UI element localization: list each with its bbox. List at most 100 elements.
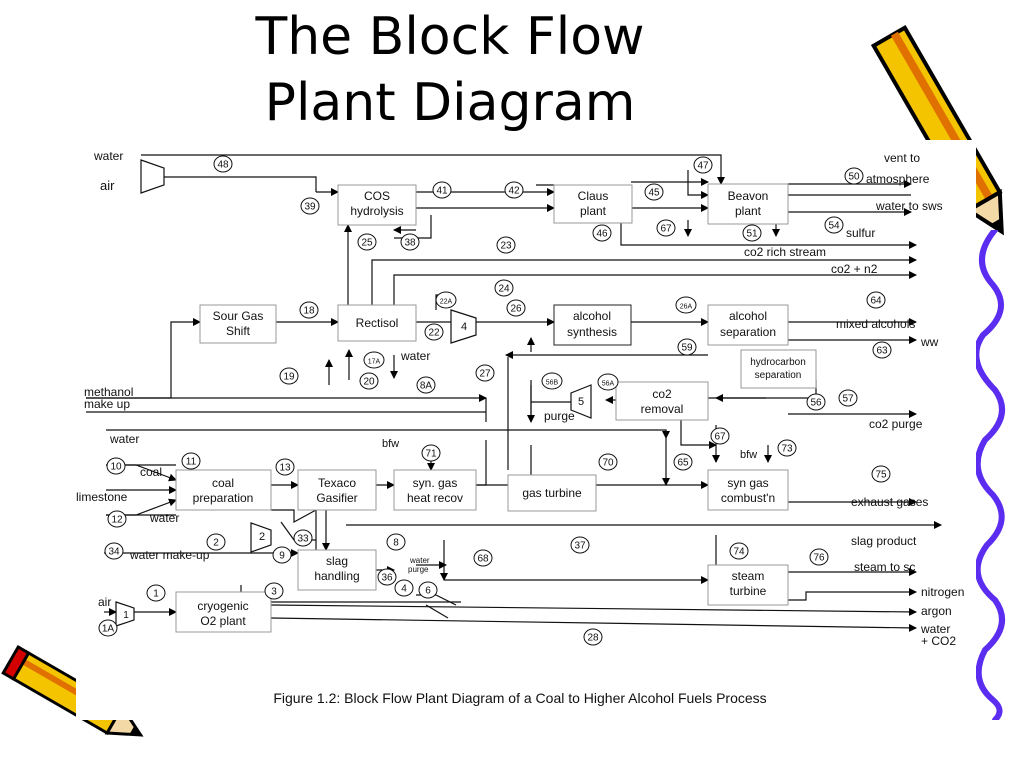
stream-bubble-19	[279, 367, 299, 385]
stream-bubble-48	[213, 155, 233, 173]
stream-number-8a: 8A	[420, 381, 433, 392]
stream-number-1a: 1A	[102, 624, 115, 635]
stream-number-1: 1	[153, 589, 159, 600]
stream-bubble-8	[386, 533, 406, 551]
claus-plant-line-1: Claus	[578, 189, 609, 203]
heat-recovery-line-2: heat recov	[407, 491, 463, 505]
stream-bubble-8a	[416, 376, 436, 394]
stream-ww: ww	[920, 335, 939, 349]
stream-number-70: 70	[602, 458, 614, 469]
stream-bubble-23	[496, 236, 516, 254]
stream-air-top: air	[100, 178, 115, 193]
stream-number-3: 3	[271, 587, 277, 598]
stream-bubble-42	[504, 181, 524, 199]
compressor-4-label: 4	[461, 321, 467, 333]
claus-plant-line-2: plant	[580, 204, 607, 218]
stream-number-65: 65	[677, 458, 689, 469]
stream-bfw-1: bfw	[382, 438, 399, 450]
stream-number-73: 73	[781, 444, 793, 455]
cos-hydrolysis-line-2: hydrolysis	[350, 204, 403, 218]
slag-handling-line-2: handling	[314, 569, 359, 583]
steam-turbine-line-2: turbine	[730, 584, 767, 598]
gas-turbine-label: gas turbine	[522, 486, 582, 500]
stream-sulfur: sulfur	[846, 226, 875, 240]
stream-bubble-56	[806, 393, 826, 411]
stream-bubble-57	[838, 389, 858, 407]
steam-turbine-line-1: steam	[732, 569, 765, 583]
stream-bubble-12	[107, 510, 127, 528]
stream-number-27: 27	[479, 369, 491, 380]
stream-bubble-28	[583, 628, 603, 646]
co2-removal-line-2: removal	[641, 402, 684, 416]
syn-gas-combustion-line-2: combust'n	[721, 491, 775, 505]
stream-bubble-59	[677, 338, 697, 356]
cos-hydrolysis-line-1: COS	[364, 189, 390, 203]
stream-bubble-27	[475, 364, 495, 382]
stream-bubble-24	[494, 279, 514, 297]
stream-number-48: 48	[217, 160, 229, 171]
stream-bubble-74	[729, 542, 749, 560]
stream-bubble-6	[418, 581, 438, 599]
co2-removal-line-1: co2	[652, 387, 672, 401]
stream-slag-product: slag product	[851, 534, 917, 548]
stream-bubble-67a	[656, 219, 676, 237]
beavon-plant-line-2: plant	[735, 204, 762, 218]
stream-bubble-1	[146, 584, 166, 602]
slide-title-line-2: Plant Diagram	[264, 73, 636, 133]
compressor-5-label: 5	[578, 396, 584, 408]
alcohol-synthesis-line-2: synthesis	[567, 325, 617, 339]
stream-bubble-1a	[98, 619, 118, 637]
stream-number-76: 76	[813, 553, 825, 564]
stream-exhaust: exhaust gases	[851, 495, 928, 509]
stream-co2-n2: co2 + n2	[831, 262, 878, 276]
stream-bubble-4b	[394, 579, 414, 597]
stream-bubble-63	[872, 341, 892, 359]
stream-bubble-17a	[363, 351, 385, 369]
stream-bubble-37	[570, 536, 590, 554]
coal-preparation-line-1: coal	[212, 476, 234, 490]
slag-handling-line-1: slag	[326, 554, 348, 568]
stream-number-10: 10	[110, 462, 122, 473]
stream-water-purge-2: purge	[408, 565, 429, 574]
stream-bubble-20	[359, 372, 379, 390]
stream-water-make-up: water make-up	[129, 548, 210, 562]
stream-number-67a: 67	[660, 224, 672, 235]
stream-number-57: 57	[842, 394, 854, 405]
stream-bubble-34	[104, 542, 124, 560]
heat-recovery-line-1: syn. gas	[413, 476, 458, 490]
stream-bubble-3	[264, 582, 284, 600]
decorative-squiggle	[973, 230, 1006, 720]
stream-number-11: 11	[186, 457, 197, 468]
stream-number-51: 51	[746, 229, 758, 240]
stream-number-19: 19	[283, 372, 295, 383]
stream-air-bottom: air	[98, 595, 111, 609]
slide-title-line-1: The Block Flow	[255, 7, 645, 67]
stream-number-71: 71	[425, 449, 437, 460]
stream-number-26a: 26A	[680, 304, 693, 311]
stream-purge: purge	[544, 409, 575, 423]
stream-bubble-70	[598, 453, 618, 471]
compressor-2-label: 2	[259, 531, 265, 543]
stream-number-59: 59	[681, 343, 693, 354]
stream-bubble-54	[824, 216, 844, 234]
stream-number-56a: 56A	[602, 381, 615, 388]
stream-number-18: 18	[303, 306, 315, 317]
stream-bubble-46	[592, 224, 612, 242]
block-flow-diagram: 4 5 2 1 COS hydrolysis Claus plant Beavo…	[76, 149, 964, 648]
stream-bubble-73	[777, 439, 797, 457]
stream-bubble-36	[377, 568, 397, 586]
stream-mixed-alcohols: mixed alcohols	[836, 317, 915, 331]
stream-number-46: 46	[596, 229, 608, 240]
stream-bubble-41	[432, 181, 452, 199]
stream-bubble-76	[809, 548, 829, 566]
stream-bubble-25	[357, 233, 377, 251]
stream-bubble-26a	[675, 296, 697, 314]
stream-bubble-39	[300, 197, 320, 215]
stream-number-13: 13	[279, 463, 291, 474]
stream-number-26: 26	[510, 304, 522, 315]
stream-number-74: 74	[733, 547, 745, 558]
stream-number-37: 37	[574, 541, 586, 552]
beavon-plant-line-1: Beavon	[728, 189, 769, 203]
stream-vent: vent to	[884, 151, 920, 165]
stream-steam-to-sc: steam to sc	[854, 560, 915, 574]
